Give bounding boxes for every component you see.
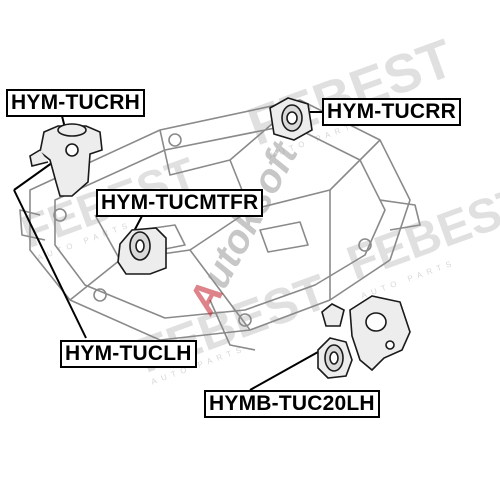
engine-mount-rr: [269, 97, 313, 141]
label-hym-tuclh: HYM-TUCLH: [60, 340, 197, 368]
label-hymb-tuc20lh: HYMB-TUC20LH: [204, 390, 380, 418]
label-hym-tucrr: HYM-TUCRR: [322, 98, 461, 126]
engine-mount-rh: [29, 123, 103, 197]
label-hym-tucrh: HYM-TUCRH: [6, 89, 145, 117]
engine-mount-fr: [117, 227, 167, 275]
bushing-lh: [317, 337, 353, 379]
label-hym-tucmtfr: HYM-TUCMTFR: [96, 189, 264, 217]
bushing-bracket: [321, 295, 411, 372]
